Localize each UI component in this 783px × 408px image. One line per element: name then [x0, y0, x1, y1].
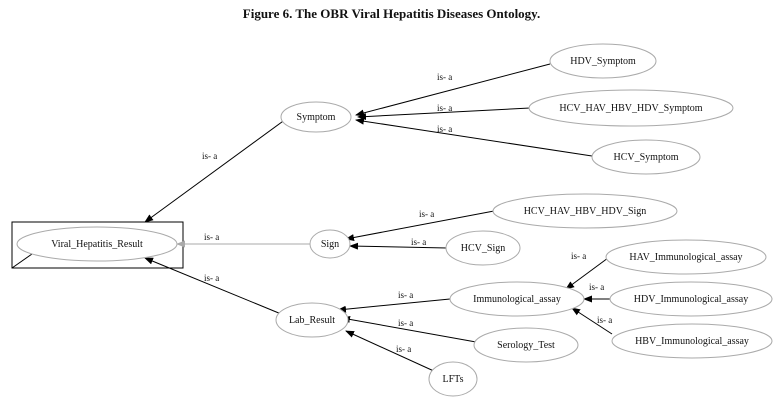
- edge-labels: is- a is- a is- a is- a is- a is- a is- …: [202, 72, 612, 354]
- node-hcv-hav-hbv-hdv-symptom: HCV_HAV_HBV_HDV_Symptom: [528, 89, 734, 127]
- edge-label: is- a: [204, 273, 219, 283]
- svg-text:HDV_Immunological_assay: HDV_Immunological_assay: [634, 294, 748, 305]
- svg-text:Serology_Test: Serology_Test: [497, 340, 555, 351]
- edge-label: is- a: [571, 251, 586, 261]
- node-sign: Sign: [309, 229, 351, 259]
- svg-text:HBV_Immunological_assay: HBV_Immunological_assay: [635, 336, 749, 347]
- edge-label: is- a: [419, 209, 434, 219]
- node-lfts: LFTs: [428, 361, 478, 397]
- edge-label: is- a: [411, 237, 426, 247]
- edge-label: is- a: [202, 151, 217, 161]
- figure-caption: Figure 6. The OBR Viral Hepatitis Diseas…: [242, 6, 541, 21]
- node-hcv-symptom: HCV_Symptom: [591, 139, 701, 175]
- edge-hcvsymptom-symptom: [355, 117, 593, 157]
- edge-label: is- a: [437, 72, 452, 82]
- node-hdv-immunological-assay: HDV_Immunological_assay: [609, 281, 773, 317]
- edge-lfts-labresult: [345, 330, 437, 373]
- edge-hcvhavhbvhdvsymptom-symptom: [357, 107, 531, 121]
- node-hbv-immunological-assay: HBV_Immunological_assay: [611, 323, 773, 359]
- edge-symptom-root: [144, 118, 287, 223]
- edges: [144, 63, 613, 373]
- edge-hcvsign-sign: [349, 242, 448, 250]
- svg-text:Symptom: Symptom: [297, 112, 336, 123]
- svg-text:HDV_Symptom: HDV_Symptom: [570, 56, 636, 67]
- svg-text:Immunological_assay: Immunological_assay: [473, 294, 561, 305]
- edge-labresult-root: [144, 257, 287, 317]
- svg-text:Sign: Sign: [321, 239, 339, 250]
- node-serology-test: Serology_Test: [473, 327, 579, 363]
- node-lab-result: Lab_Result: [275, 302, 349, 338]
- edge-label: is- a: [396, 344, 411, 354]
- node-hcv-hav-hbv-hdv-sign: HCV_HAV_HBV_HDV_Sign: [492, 193, 678, 229]
- edge-hdvsymptom-symptom: [355, 63, 551, 117]
- node-viral-hepatitis-result: Viral_Hepatitis_Result: [16, 226, 178, 262]
- svg-text:HCV_Sign: HCV_Sign: [461, 243, 505, 254]
- edge-hcvhavhbvhdvsign-sign: [345, 210, 495, 241]
- svg-text:LFTs: LFTs: [443, 374, 464, 385]
- edge-hbvimmuno-immunological: [571, 307, 613, 335]
- svg-text:Viral_Hepatitis_Result: Viral_Hepatitis_Result: [51, 239, 143, 250]
- svg-text:Lab_Result: Lab_Result: [289, 315, 335, 326]
- edge-label: is- a: [437, 103, 452, 113]
- svg-text:HCV_Symptom: HCV_Symptom: [613, 152, 678, 163]
- node-hcv-sign: HCV_Sign: [445, 230, 521, 266]
- edge-label: is- a: [437, 124, 452, 134]
- svg-text:HAV_Immunological_assay: HAV_Immunological_assay: [629, 252, 742, 263]
- svg-text:HCV_HAV_HBV_HDV_Sign: HCV_HAV_HBV_HDV_Sign: [524, 206, 647, 217]
- node-hav-immunological-assay: HAV_Immunological_assay: [605, 239, 767, 275]
- edge-havimmuno-immunological: [565, 257, 609, 290]
- edge-serology-labresult: [341, 315, 477, 343]
- svg-text:HCV_HAV_HBV_HDV_Symptom: HCV_HAV_HBV_HDV_Symptom: [559, 103, 702, 114]
- node-hdv-symptom: HDV_Symptom: [549, 43, 657, 79]
- edge-label: is- a: [204, 232, 219, 242]
- edge-immunological-labresult: [337, 298, 451, 313]
- node-immunological-assay: Immunological_assay: [449, 281, 585, 317]
- edge-label: is- a: [597, 315, 612, 325]
- edge-label: is- a: [398, 318, 413, 328]
- node-symptom: Symptom: [280, 101, 352, 133]
- edge-label: is- a: [398, 290, 413, 300]
- edge-label: is- a: [589, 282, 604, 292]
